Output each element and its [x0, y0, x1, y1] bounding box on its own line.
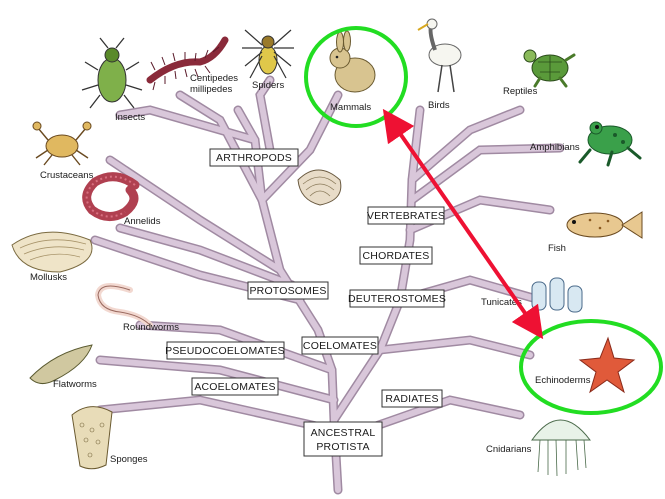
- label-spiders: Spiders: [252, 80, 284, 91]
- label-birds: Birds: [428, 100, 450, 111]
- sponge-icon: [71, 406, 113, 470]
- clam-shell-icon: [297, 169, 342, 206]
- group-box-arthropods: ARTHROPODS: [209, 148, 299, 167]
- group-box-deuterostomes: DEUTEROSTOMES: [348, 289, 446, 308]
- annelid-worm-icon: [82, 172, 140, 221]
- label-mollusks: Mollusks: [30, 272, 67, 283]
- roundworm-icon: [94, 283, 153, 328]
- label-sponges: Sponges: [110, 454, 148, 465]
- group-label-coelomates: COELOMATES: [303, 340, 377, 352]
- highlight-circle-echinoderms: [519, 319, 663, 415]
- double-arrow-connector: [382, 108, 544, 340]
- flatworm-icon: [29, 344, 93, 384]
- label-reptiles: Reptiles: [503, 86, 538, 97]
- crab-icon: [32, 121, 92, 166]
- spider-icon: [242, 29, 294, 79]
- jellyfish-icon: [531, 419, 592, 477]
- group-label-chordates: CHORDATES: [363, 250, 430, 262]
- starfish-icon: [578, 336, 636, 394]
- group-label-pseudocoelomates: PSEUDOCOELOMATES: [165, 345, 285, 357]
- label-amphibians: Amphibians: [530, 142, 580, 153]
- group-label-vertebrates: VERTEBRATES: [367, 210, 445, 222]
- label-roundworms: Roundworms: [123, 322, 179, 333]
- label-centipedes: Centipedes: [190, 73, 238, 84]
- highlight-circle-mammals: [304, 26, 408, 128]
- label-annelids: Annelids: [124, 216, 161, 227]
- label-echinoderms: Echinoderms: [535, 375, 591, 386]
- group-box-chordates: CHORDATES: [359, 246, 433, 265]
- group-label-deuterostomes: DEUTEROSTOMES: [348, 293, 446, 305]
- centipede-icon: [146, 36, 229, 91]
- group-label-protosomes: PROTOSOMES: [249, 285, 326, 297]
- group-box-coelomates: COELOMATES: [301, 336, 379, 355]
- group-label-acoelomates: ACOELOMATES: [194, 381, 275, 393]
- tunicate-icon: [531, 277, 583, 313]
- bird-icon: [417, 18, 462, 93]
- turtle-icon: [523, 49, 576, 88]
- mollusk-icon: [11, 231, 93, 273]
- group-box-vertebrates: VERTEBRATES: [367, 206, 445, 225]
- frog-icon: [578, 121, 642, 167]
- group-label-arthropods: ARTHROPODS: [216, 152, 292, 164]
- label-fish: Fish: [548, 243, 566, 254]
- group-box-radiates: RADIATES: [381, 389, 443, 408]
- label-millipedes: millipedes: [190, 84, 232, 95]
- group-label-radiates: RADIATES: [385, 393, 438, 405]
- group-box-ancestral-protista: ANCESTRAL PROTISTA: [303, 421, 383, 457]
- insect-icon: [81, 37, 143, 109]
- group-box-acoelomates: ACOELOMATES: [191, 377, 279, 396]
- label-flatworms: Flatworms: [53, 379, 97, 390]
- group-label-ancestral: ANCESTRAL: [311, 427, 376, 439]
- label-insects: Insects: [115, 112, 145, 123]
- group-label-protista: PROTISTA: [316, 441, 369, 453]
- rabbit-icon: [329, 30, 376, 93]
- label-cnidarians: Cnidarians: [486, 444, 532, 455]
- group-box-protosomes: PROTOSOMES: [247, 281, 329, 300]
- group-box-pseudocoelomates: PSEUDOCOELOMATES: [165, 341, 285, 360]
- label-mammals: Mammals: [330, 102, 371, 113]
- label-crustaceans: Crustaceans: [40, 170, 94, 181]
- fish-icon: [566, 211, 643, 239]
